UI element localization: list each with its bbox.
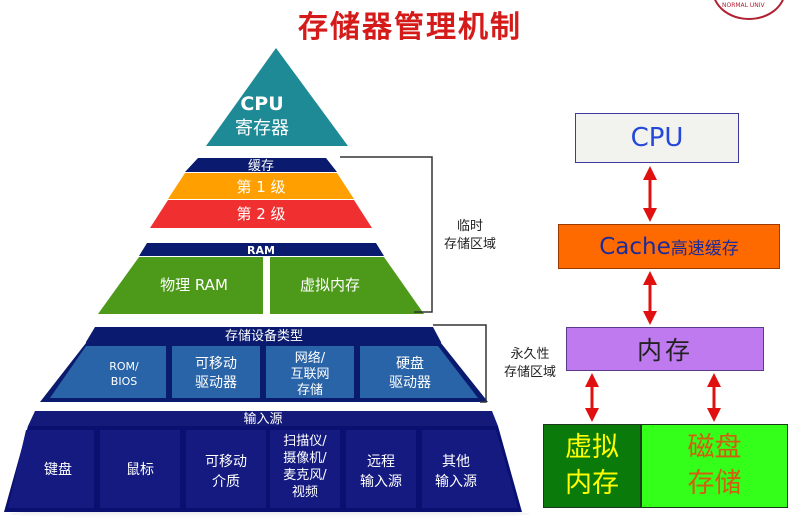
input-label-other-source: 输入源 [435, 474, 477, 490]
storage-label-rom: ROM/ [109, 360, 139, 373]
input-header-label: 输入源 [243, 411, 282, 427]
storage-label-harddrive: 驱动器 [389, 375, 431, 391]
hierarchy-disk-line2: 存储 [687, 468, 742, 499]
storage-label-harddisk: 硬盘 [396, 355, 424, 372]
apex-label-cpu: CPU [240, 93, 283, 115]
storage-label-drive: 驱动器 [195, 375, 237, 391]
hierarchy-virtual-line2: 内存 [565, 468, 619, 499]
input-label-video: 视频 [292, 485, 318, 500]
cache-level1-label: 第 1 级 [236, 178, 285, 196]
input-item-removable-media [186, 430, 266, 508]
university-logo-text: NORMAL UNIV [722, 2, 765, 9]
cache-header-band [185, 158, 337, 172]
ram-physical-block [98, 257, 263, 314]
input-label-media: 介质 [212, 474, 240, 490]
input-label-camera: 摄像机/ [283, 451, 327, 466]
cache-level2-band [150, 200, 372, 228]
input-label-remote-source: 输入源 [360, 474, 402, 490]
arrow-memory-disk [707, 373, 721, 422]
cache-header-label: 缓存 [248, 159, 274, 174]
arrow-cache-memory [643, 271, 657, 325]
storage-label-internet: 互联网 [290, 367, 329, 382]
page-title: 存储器管理机制 [298, 10, 522, 45]
storage-label-removable: 可移动 [195, 356, 237, 372]
ram-virtual-block [270, 257, 424, 314]
permanent-storage-bracket [433, 324, 487, 403]
storage-header-label: 存储设备类型 [225, 328, 303, 344]
hierarchy-cache-sublabel: 高速缓存 [670, 239, 739, 259]
hierarchy-disk-storage-box: 磁盘 存储 [641, 424, 788, 508]
storage-item-removable-drive [172, 346, 260, 398]
input-label-scanner: 扫描仪/ [283, 434, 327, 449]
temporary-label-line2: 存储区域 [444, 237, 496, 252]
input-label-microphone: 麦克风/ [283, 468, 327, 483]
pyramid-apex [206, 48, 348, 146]
permanent-label-line1: 永久性 [510, 347, 549, 362]
input-item-scanner-camera [270, 430, 340, 508]
input-label-keyboard: 键盘 [44, 461, 72, 478]
storage-item-hard-drive [360, 346, 478, 398]
ram-header-label: RAM [247, 244, 275, 257]
cache-level1-band [168, 173, 354, 199]
input-item-keyboard [8, 430, 94, 508]
storage-label-bios: BIOS [111, 375, 137, 388]
storage-header-band [86, 327, 441, 342]
input-item-mouse [100, 430, 180, 508]
ram-physical-label: 物理 RAM [160, 276, 228, 294]
input-label-mouse: 鼠标 [126, 462, 154, 478]
cache-level2-label: 第 2 级 [236, 205, 285, 223]
apex-label-registers: 寄存器 [235, 118, 289, 139]
hierarchy-virtual-memory-box: 虚拟 内存 [543, 424, 641, 508]
arrow-memory-virtual [585, 373, 599, 422]
input-header-band [28, 411, 498, 426]
hierarchy-virtual-line1: 虚拟 [565, 432, 619, 463]
hierarchy-cpu-box: CPU [575, 113, 739, 163]
hierarchy-memory-box: 内存 [566, 327, 764, 371]
storage-label-network: 网络/ [295, 350, 326, 366]
ram-header-band [139, 243, 384, 256]
hierarchy-cache-label: Cache [599, 233, 671, 260]
input-label-other: 其他 [442, 454, 470, 470]
storage-item-network-storage [266, 346, 354, 398]
input-item-remote-source [346, 430, 416, 508]
arrow-cpu-cache [643, 166, 657, 222]
temporary-label-line1: 临时 [457, 219, 483, 234]
permanent-label-line2: 存储区域 [504, 365, 556, 380]
input-label-removable: 可移动 [205, 454, 247, 470]
storage-label-storage: 存储 [297, 383, 323, 398]
storage-item-rom-bios [50, 346, 166, 398]
hierarchy-disk-line1: 磁盘 [687, 432, 742, 463]
temporary-storage-bracket [340, 156, 433, 313]
ram-virtual-label: 虚拟内存 [300, 276, 360, 294]
input-label-remote: 远程 [367, 454, 395, 470]
input-item-other-source [422, 430, 518, 508]
